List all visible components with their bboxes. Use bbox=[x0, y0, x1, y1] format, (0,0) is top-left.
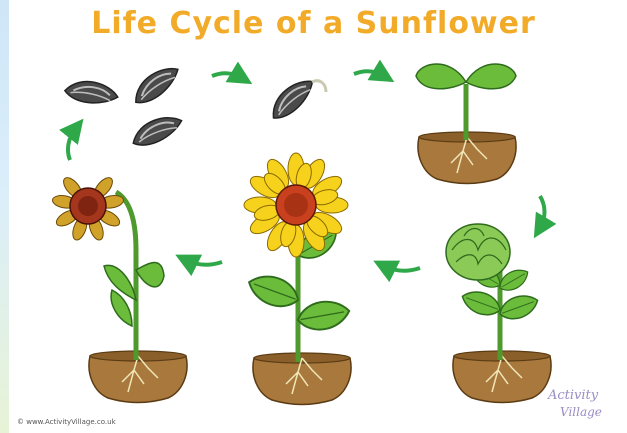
stage-flowering bbox=[244, 153, 352, 405]
stage-seedling bbox=[416, 64, 516, 184]
stage-wilting bbox=[52, 175, 188, 403]
arrow-seeds-to-germinating bbox=[212, 73, 242, 78]
arrow-germinating-to-seedling bbox=[354, 71, 384, 76]
arrow-flowering-to-wilting bbox=[186, 260, 222, 265]
arrow-wilting-to-seeds bbox=[68, 128, 76, 160]
activity-village-logo: Activity Village bbox=[548, 388, 618, 426]
logo-line-1: Activity bbox=[548, 388, 598, 403]
copyright-credit: © www.ActivityVillage.co.uk bbox=[17, 418, 116, 426]
stage-seeds bbox=[63, 64, 185, 148]
stage-germinating-seed bbox=[264, 76, 326, 122]
stage-bud bbox=[446, 224, 551, 403]
logo-line-2: Village bbox=[560, 405, 602, 419]
arrow-seedling-to-bud bbox=[540, 196, 545, 228]
wilted-flower-head bbox=[52, 175, 125, 242]
arrow-bud-to-flowering bbox=[384, 266, 420, 271]
